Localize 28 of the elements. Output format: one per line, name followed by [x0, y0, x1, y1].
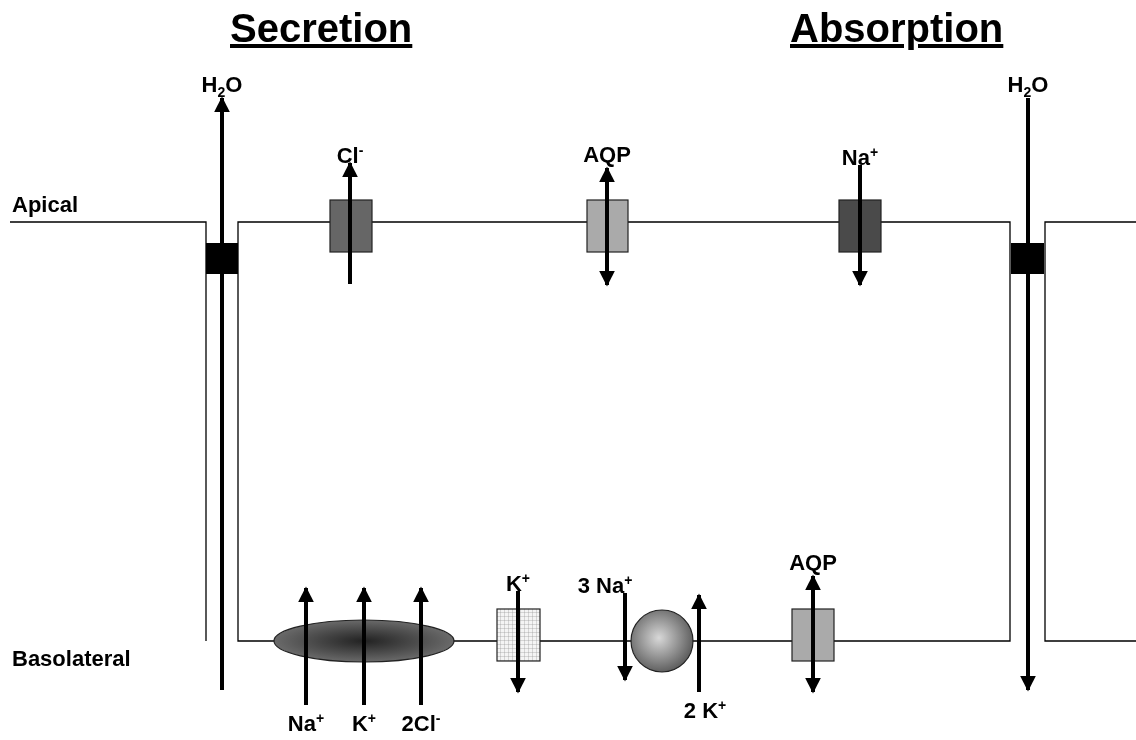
ion-label: 2Cl$^{-}$	[401, 705, 441, 731]
transport-arrow	[298, 586, 314, 705]
transport-arrow	[510, 591, 526, 694]
region-label: Basolateral	[12, 646, 131, 672]
transport-arrow	[356, 586, 372, 705]
ion-label: AQP	[789, 550, 837, 576]
transport-arrow	[599, 166, 615, 287]
transport-arrow	[214, 96, 230, 690]
transport-arrow	[1020, 98, 1036, 692]
ion-label: H$_{2}$O	[201, 72, 243, 98]
ion-label: Na$^{+}$	[287, 705, 325, 731]
section-heading: Absorption	[790, 6, 1004, 51]
ion-label: Na$^{+}$	[841, 139, 879, 165]
ion-label: AQP	[583, 142, 631, 168]
ion-label: H$_{2}$O	[1007, 72, 1049, 98]
region-label: Apical	[12, 192, 79, 218]
ion-label: K$^{+}$	[505, 565, 531, 591]
transport-arrow	[852, 165, 868, 287]
section-heading: Secretion	[230, 6, 413, 51]
transport-arrow	[805, 574, 821, 694]
ion-label: Cl$^{-}$	[336, 137, 364, 163]
ion-label: 2 K$^{+}$	[683, 692, 727, 718]
transport-arrow	[413, 586, 429, 705]
ion-label: K$^{+}$	[351, 705, 377, 731]
ion-label: 3 Na$^{+}$	[577, 567, 633, 593]
transport-arrow	[342, 161, 358, 284]
transport-arrow	[691, 593, 707, 692]
transport-arrow	[617, 593, 633, 682]
